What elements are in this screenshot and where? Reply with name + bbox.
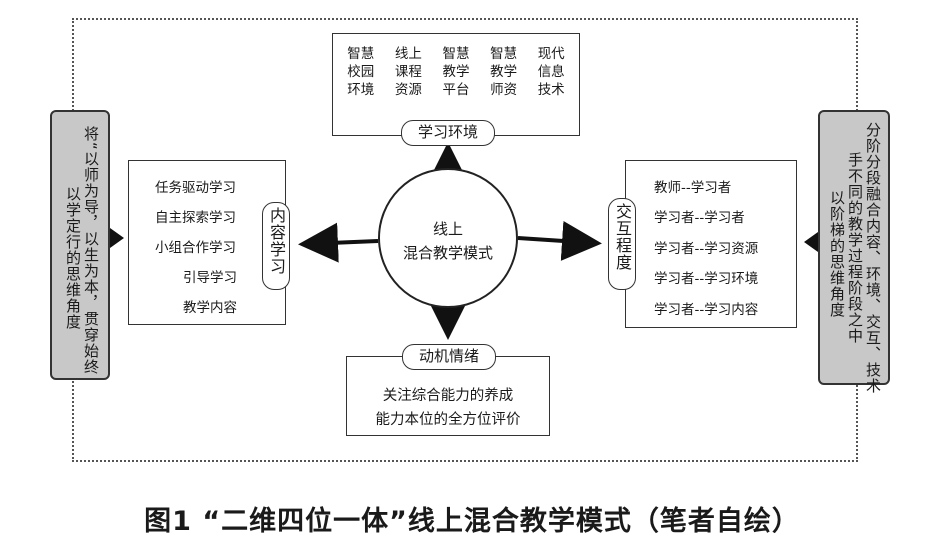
right-panel-pointer xyxy=(804,232,818,252)
interaction-item: 学习者--学习者 xyxy=(654,210,745,226)
env-item: 现代 xyxy=(537,46,565,62)
content-item: 自主探索学习 xyxy=(155,210,236,226)
right-panel-text-3: 以阶梯的思维角度 xyxy=(828,190,846,318)
env-item: 资源 xyxy=(394,82,422,98)
env-item: 教学 xyxy=(442,64,470,80)
env-item: 教学 xyxy=(490,64,518,80)
environment-label: 学习环境 xyxy=(401,120,495,146)
right-principle-panel: 分阶分段融合内容、环境、交互、技术 手不同的教学过程阶段之中 以阶梯的思维角度 xyxy=(818,110,890,394)
interaction-item: 学习者--学习内容 xyxy=(654,302,759,318)
env-item: 课程 xyxy=(394,64,422,80)
interaction-label: 交互程度 xyxy=(608,198,636,290)
env-item: 技术 xyxy=(537,82,565,98)
environment-grid: 智慧 线上 智慧 智慧 现代 校园 课程 教学 教学 信息 环境 资源 平台 师… xyxy=(337,45,575,99)
interaction-item: 教师--学习者 xyxy=(654,180,732,196)
center-model-circle xyxy=(378,168,518,308)
env-item: 校园 xyxy=(347,64,375,80)
right-panel-text-1: 分阶分段融合内容、环境、交互、技术 xyxy=(864,122,882,394)
content-box xyxy=(128,160,286,325)
content-item: 引导学习 xyxy=(183,270,237,286)
content-item: 教学内容 xyxy=(183,300,237,316)
motivation-box xyxy=(346,356,550,436)
motivation-line-1: 关注综合能力的养成 xyxy=(382,388,514,404)
interaction-box xyxy=(625,160,797,328)
center-title-1: 线上 xyxy=(432,220,463,238)
left-panel-text-1: 将“以师为导，以生为本，贯穿始终 xyxy=(82,126,100,375)
env-item: 平台 xyxy=(442,82,470,98)
arrow-left xyxy=(298,222,379,263)
env-item: 智慧 xyxy=(490,46,518,62)
center-title-2: 混合教学模式 xyxy=(402,244,493,262)
figure-caption: 图1 “二维四位一体”线上混合教学模式（笔者自绘） xyxy=(144,506,800,537)
env-item: 智慧 xyxy=(442,46,470,62)
env-item: 信息 xyxy=(537,64,565,80)
env-item: 师资 xyxy=(490,82,518,98)
interaction-item: 学习者--学习环境 xyxy=(654,271,759,287)
content-label: 内容学习 xyxy=(262,202,290,290)
content-item: 任务驱动学习 xyxy=(155,180,236,196)
env-item: 智慧 xyxy=(347,46,375,62)
right-panel-text-2: 手不同的教学过程阶段之中 xyxy=(846,152,864,344)
motivation-line-2: 能力本位的全方位评价 xyxy=(375,412,521,428)
left-principle-panel: 将“以师为导，以生为本，贯穿始终 以学定行的思维角度 xyxy=(50,110,110,380)
arrow-right xyxy=(517,220,602,261)
left-panel-pointer xyxy=(110,228,124,248)
env-item: 环境 xyxy=(347,82,375,98)
motivation-label: 动机情绪 xyxy=(402,344,496,370)
env-item: 线上 xyxy=(394,46,422,62)
interaction-item: 学习者--学习资源 xyxy=(654,241,759,257)
content-item: 小组合作学习 xyxy=(155,240,236,256)
left-panel-text-2: 以学定行的思维角度 xyxy=(64,186,82,330)
